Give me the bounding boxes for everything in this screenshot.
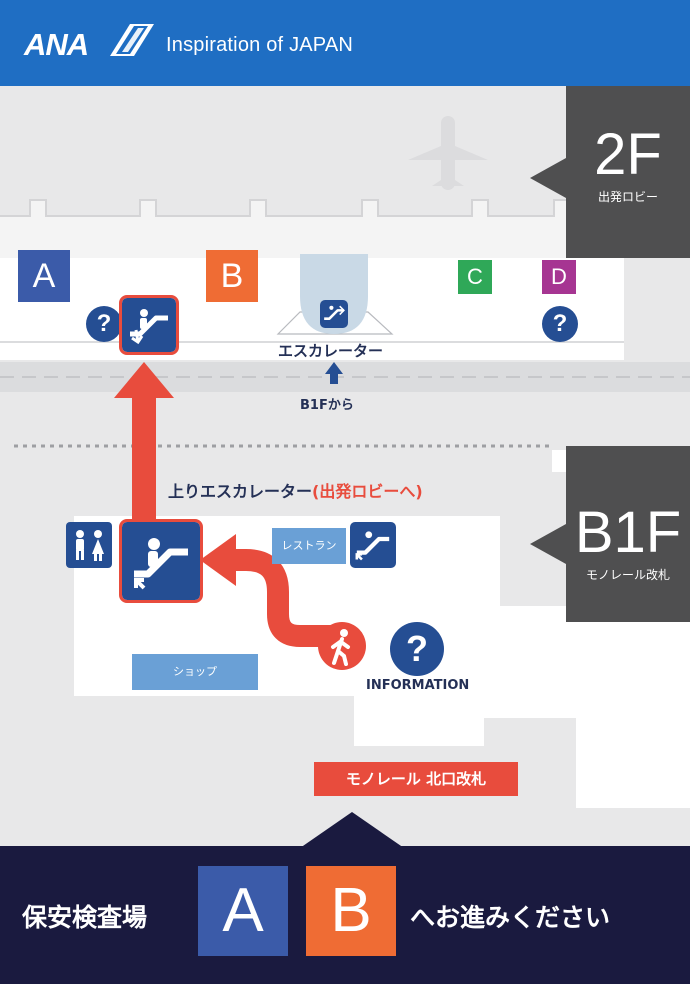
floor-tab-b1f: B1F モノレール改札 xyxy=(566,446,690,622)
question-icon: ? xyxy=(390,622,444,676)
restroom-icon xyxy=(66,522,112,568)
gate-b-badge: B xyxy=(206,250,258,302)
floor-level-2f: 2F xyxy=(594,122,662,187)
walking-person-icon xyxy=(318,622,366,670)
header-bar: ANA Inspiration of JAPAN xyxy=(0,0,690,86)
brand-tagline: Inspiration of JAPAN xyxy=(166,34,354,56)
restaurant-box: レストラン xyxy=(272,528,346,564)
floor-tab-pointer-2f xyxy=(530,158,566,198)
ana-logo-icon xyxy=(110,24,154,56)
gate-a-badge: A xyxy=(18,250,70,302)
floor-name-b1f: モノレール改札 xyxy=(585,568,670,582)
floor-level-b1f: B1F xyxy=(574,500,682,565)
escalator-icon xyxy=(119,519,203,603)
escalator-icon xyxy=(320,300,348,328)
footer-tail-text: へお進みください xyxy=(410,903,611,932)
shop-box: ショップ xyxy=(132,654,258,690)
gate-c-badge: C xyxy=(458,260,492,294)
escalator-label: エスカレーター xyxy=(278,342,384,360)
arrow-up-icon xyxy=(325,362,343,384)
up-escalator-label-text: 上りエスカレーター xyxy=(168,482,313,501)
from-b1f-label: B1Fから xyxy=(300,398,354,413)
brand-logo: ANA xyxy=(24,27,89,62)
escalator-icon xyxy=(350,522,396,568)
monorail-exit-banner: モノレール 北口改札 xyxy=(314,762,518,796)
floor-tab-pointer-b1f xyxy=(530,524,566,564)
question-icon: ? xyxy=(542,306,578,342)
question-icon: ? xyxy=(86,306,122,342)
footer-lead-text: 保安検査場 xyxy=(22,903,148,932)
up-escalator-label-destination: (出発ロビーへ) xyxy=(312,482,423,501)
information-label: INFORMATION xyxy=(366,678,470,693)
footer-gate-b: B xyxy=(306,866,396,956)
airplane-icon xyxy=(408,116,488,190)
escalator-icon xyxy=(119,295,179,355)
up-escalator-label: 上りエスカレーター(出発ロビーへ) xyxy=(168,478,423,502)
gate-d-badge: D xyxy=(542,260,576,294)
footer-gate-a: A xyxy=(198,866,288,956)
footer-notch xyxy=(300,812,404,848)
floor-name-2f: 出発ロビー xyxy=(597,190,658,204)
floor-tab-2f: 2F 出発ロビー xyxy=(566,86,690,258)
